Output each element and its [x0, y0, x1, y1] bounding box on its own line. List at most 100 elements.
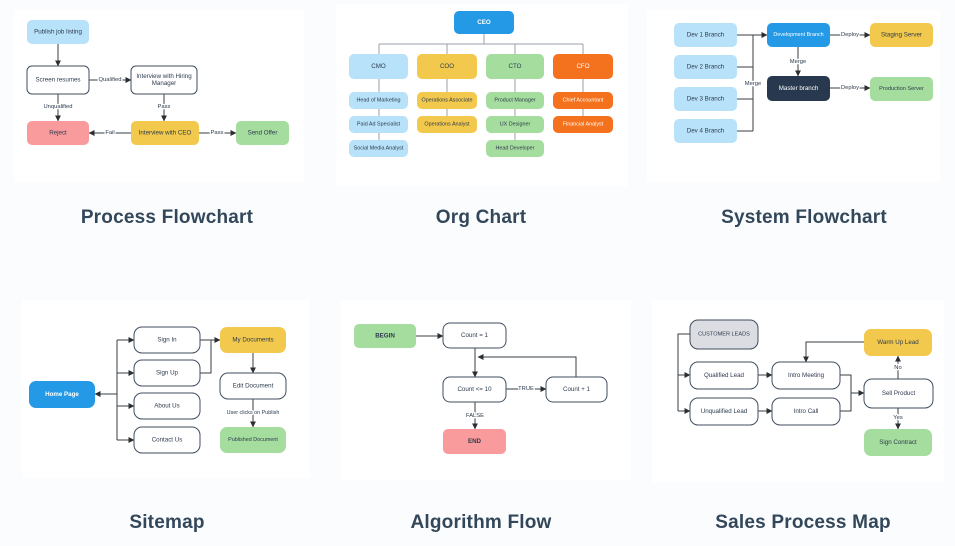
- node-financial-analyst: [553, 116, 613, 133]
- node-count-10: [442, 376, 507, 403]
- node-cmo: [349, 54, 408, 79]
- connector-label-true: TRUE: [518, 386, 534, 392]
- node-send-offer: [236, 121, 289, 145]
- node-label-sign-contract: Sign Contract: [879, 439, 917, 446]
- node-production-server: [870, 77, 933, 101]
- node-ceo: [454, 11, 514, 34]
- template-title-algorithm-flow: Algorithm Flow: [410, 512, 552, 533]
- node-label-publish-job-listing: Publish job listing: [34, 29, 82, 36]
- node-coo: [417, 54, 477, 79]
- node-intro-meeting: [771, 361, 841, 390]
- node-cfo: [553, 54, 613, 79]
- connector-label-unqualified: Unqualified: [43, 104, 72, 110]
- node-end: [443, 429, 506, 454]
- connector-label-no: No: [894, 365, 901, 371]
- node-interview-with-hiring-manager: [130, 65, 198, 95]
- node-sell-product: [863, 378, 934, 409]
- node-unqualified-lead: [689, 397, 759, 426]
- node-label-dev-4-branch: Dev 4 Branch: [687, 128, 725, 135]
- node-label-send-offer: Send Offer: [248, 130, 278, 137]
- node-label-qualified-lead: Qualified Lead: [704, 372, 744, 379]
- node-social-media-analyst: [349, 140, 408, 157]
- connector-label-deploy: Deploy: [841, 32, 859, 38]
- connector-label-false: FALSE: [466, 413, 484, 419]
- connector-label-merge: Merge: [790, 59, 806, 65]
- node-label-dev-3-branch: Dev 3 Branch: [687, 96, 725, 103]
- node-sign-in: [133, 326, 201, 354]
- node-label-intro-call: Intro Call: [794, 408, 819, 415]
- node-label-cmo: CMO: [371, 63, 386, 70]
- template-title-org-chart: Org Chart: [435, 207, 527, 228]
- node-dev-3-branch: [674, 87, 737, 111]
- connector-label-pass: Pass: [158, 104, 171, 110]
- node-label-published-document: Published Document: [228, 437, 278, 443]
- connector-label-yes: Yes: [893, 415, 903, 421]
- connector-line: [840, 374, 852, 393]
- node-label-product-manager: Product Manager: [494, 98, 536, 104]
- node-reject: [27, 121, 89, 145]
- node-dev-4-branch: [674, 119, 737, 143]
- node-label-ux-designer: UX Designer: [500, 122, 531, 128]
- connector-label-user-clicks-on-publish: User clicks on Publish: [227, 410, 280, 416]
- node-qualified-lead: [689, 361, 759, 390]
- connector-line: [677, 333, 690, 411]
- node-ux-designer: [486, 116, 544, 133]
- node-dev-2-branch: [674, 55, 737, 79]
- node-count-1: [545, 376, 608, 403]
- node-label-customer-leads: CUSTOMER LEADS: [698, 332, 750, 338]
- node-label-home-page: Home Page: [45, 391, 79, 398]
- connector-line: [840, 393, 852, 412]
- node-master-branch: [767, 76, 830, 101]
- connector-line: [200, 340, 212, 374]
- node-publish-job-listing: [27, 20, 89, 44]
- node-label-sign-up: Sign Up: [156, 370, 179, 377]
- connector-label-merge: Merge: [745, 81, 761, 87]
- node-head-of-marketing: [349, 92, 408, 109]
- node-label-interview-with-ceo: Interview with CEO: [139, 130, 192, 137]
- connector-label-qualified: Qualified: [99, 77, 122, 83]
- node-label-master-branch: Master branch: [779, 85, 819, 92]
- node-edit-document: [219, 372, 287, 400]
- node-label-paid-ad-specialist: Paid Ad Specialist: [357, 122, 401, 128]
- node-label-operations-analyst: Operations Analyst: [424, 122, 470, 128]
- node-home-page: [29, 381, 95, 408]
- node-label-my-documents: My Documents: [232, 337, 273, 344]
- node-label-chief-accountant: Chief Accountant: [563, 98, 604, 104]
- node-label-cfo: CFO: [576, 63, 589, 70]
- node-staging-server: [870, 23, 933, 47]
- node-product-manager: [486, 92, 544, 109]
- node-label-count-10: Count <= 10: [457, 386, 492, 393]
- node-label-production-server: Production Server: [879, 86, 924, 92]
- node-label-count-1: Count + 1: [563, 386, 591, 393]
- node-count-1: [442, 322, 507, 349]
- template-title-system-flowchart: System Flowchart: [721, 207, 887, 228]
- node-contact-us: [133, 426, 201, 454]
- node-operations-analyst: [417, 116, 477, 133]
- node-head-developer: [486, 140, 544, 157]
- node-development-branch: [767, 23, 830, 47]
- template-title-sitemap: Sitemap: [129, 512, 205, 533]
- template-title-sales-process-map: Sales Process Map: [715, 512, 891, 533]
- node-interview-with-ceo: [131, 121, 199, 145]
- node-label-dev-1-branch: Dev 1 Branch: [687, 32, 725, 39]
- connector-label-pass: Pass: [211, 130, 224, 136]
- node-label-intro-meeting: Intro Meeting: [788, 372, 825, 379]
- node-label-dev-2-branch: Dev 2 Branch: [687, 64, 725, 71]
- node-label-count-1: Count = 1: [461, 332, 489, 339]
- node-warm-up-lead: [864, 329, 932, 356]
- node-dev-1-branch: [674, 23, 737, 47]
- connector-line: [477, 354, 577, 377]
- node-label-social-media-analyst: Social Media Analyst: [354, 146, 404, 152]
- connector-label-fail: Fail: [105, 130, 114, 136]
- node-label-begin: BEGIN: [375, 333, 395, 340]
- node-intro-call: [771, 397, 841, 426]
